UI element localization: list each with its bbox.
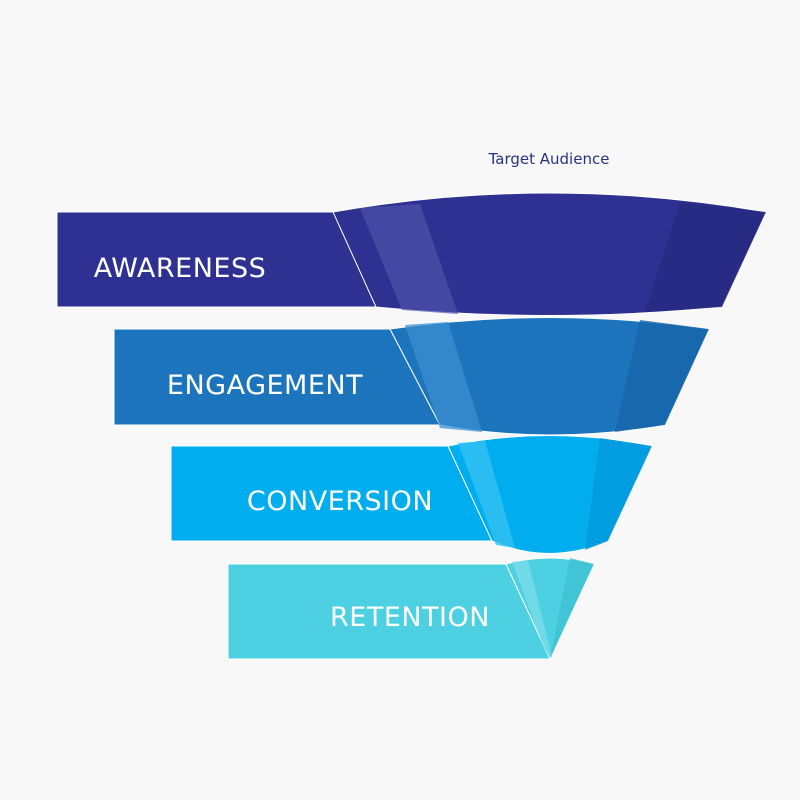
retention-shade [550,558,594,659]
engagement-shade [615,320,709,432]
engagement-highlight [405,322,482,432]
engagement-label: ENGAGEMENT [167,370,363,401]
awareness-label: AWARENESS [94,253,267,284]
retention-highlight [512,560,552,657]
conversion-label: CONVERSION [247,486,433,517]
target-audience-label: Target Audience [488,150,610,168]
funnel-stage-engagement: ENGAGEMENT [113,317,710,436]
funnel-stage-awareness: AWARENESS [56,192,767,316]
conversion-highlight [458,441,515,548]
retention-label: RETENTION [330,602,490,633]
funnel-stage-retention: RETENTION [227,557,595,661]
funnel-stage-conversion: CONVERSION [170,435,653,554]
conversion-shade [585,438,652,550]
awareness-highlight [360,204,458,314]
awareness-shade [645,202,766,312]
